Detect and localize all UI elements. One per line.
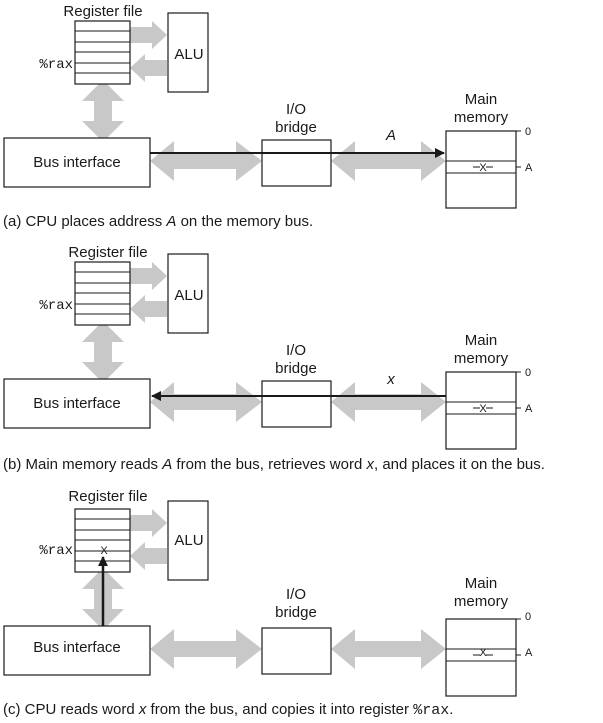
address-zero-label: 0 — [525, 611, 531, 623]
alu-label: ALU — [174, 532, 203, 549]
address-a-label: A — [525, 403, 533, 415]
bridge-label: bridge — [275, 604, 317, 621]
bus-value-label: x — [386, 371, 395, 388]
register-file-label: Register file — [63, 3, 142, 20]
rax-register-value: X — [100, 545, 108, 557]
caption: (b) Main memory reads A from the bus, re… — [3, 456, 545, 473]
caption: (c) CPU reads word x from the bus, and c… — [3, 701, 453, 719]
main-label: Main — [465, 332, 498, 349]
rax-label: %rax — [39, 298, 73, 314]
memory-label: memory — [454, 593, 509, 610]
memory-cell-x: X — [479, 162, 487, 174]
caption: (a) CPU places address A on the memory b… — [3, 213, 313, 230]
bus-interface-label: Bus interface — [33, 395, 121, 412]
address-a-label: A — [525, 647, 533, 659]
memory-label: memory — [454, 109, 509, 126]
bus-interface-label: Bus interface — [33, 639, 121, 656]
alu-label: ALU — [174, 46, 203, 63]
bridge-label: bridge — [275, 119, 317, 136]
bridge-label: bridge — [275, 360, 317, 377]
memory-cell-x: X — [479, 647, 487, 659]
address-a-label: A — [525, 162, 533, 174]
alu-label: ALU — [174, 287, 203, 304]
register-file-label: Register file — [68, 244, 147, 261]
register-file-label: Register file — [68, 488, 147, 505]
panel-b: Register file ALU %rax Bus interface I/O… — [3, 244, 545, 473]
address-zero-label: 0 — [525, 126, 531, 138]
io-label: I/O — [286, 342, 306, 359]
bus-value-label: A — [385, 127, 396, 144]
memory-cell-x: X — [479, 403, 487, 415]
io-label: I/O — [286, 101, 306, 118]
panel-c: Register file ALU %rax X Bus interface I… — [3, 488, 533, 719]
rax-label: %rax — [39, 57, 73, 73]
io-label: I/O — [286, 586, 306, 603]
address-zero-label: 0 — [525, 367, 531, 379]
panel-a: Register file ALU %rax Bus interface I/O… — [3, 3, 533, 230]
main-label: Main — [465, 91, 498, 108]
memory-label: memory — [454, 350, 509, 367]
main-label: Main — [465, 575, 498, 592]
bus-interface-label: Bus interface — [33, 154, 121, 171]
rax-label: %rax — [39, 543, 73, 559]
